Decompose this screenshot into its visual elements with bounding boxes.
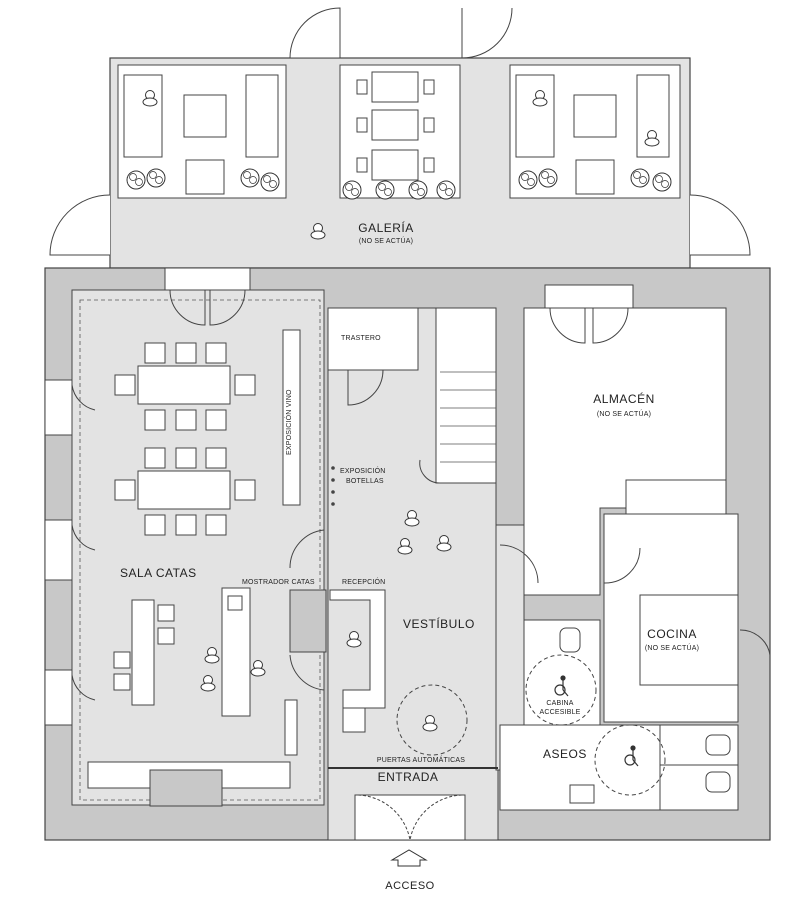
arrow-up-icon xyxy=(390,849,428,867)
cocina-label: COCINA xyxy=(647,627,697,641)
acceso-label: ACCESO xyxy=(385,880,435,892)
door-swings xyxy=(71,289,771,701)
wheelchair-icon xyxy=(554,675,639,767)
aseos-fixtures xyxy=(525,627,738,810)
exposicion-vino-label: EXPOSICIÓN VINO xyxy=(286,389,293,455)
trastero-label: TRASTERO xyxy=(341,335,381,342)
vestibulo-label: VESTÍBULO xyxy=(403,617,475,631)
galeria-label: GALERÍA xyxy=(358,221,414,235)
main-building xyxy=(44,267,771,841)
almacen-note: (NO SE ACTÚA) xyxy=(596,411,652,418)
vestibulo-furniture xyxy=(289,466,498,841)
cabina-accesible-line2: ACCESIBLE xyxy=(539,709,581,716)
sala-catas-furniture xyxy=(87,329,301,807)
entrada-label: ENTRADA xyxy=(377,770,439,784)
puertas-automaticas-label: PUERTAS AUTOMÁTICAS xyxy=(376,757,466,764)
cabina-accesible-line1: CABINA xyxy=(546,700,574,707)
mostrador-catas-label: MOSTRADOR CATAS xyxy=(242,579,315,586)
galeria-area xyxy=(49,7,751,269)
cocina-note: (NO SE ACTÚA) xyxy=(644,645,700,652)
aseos-label: ASEOS xyxy=(543,747,587,761)
almacen-label: ALMACÉN xyxy=(593,392,655,406)
galeria-note: (NO SE ACTÚA) xyxy=(358,238,414,245)
sala-catas-label: SALA CATAS xyxy=(120,566,197,580)
exposicion-botellas-line1: EXPOSICIÓN xyxy=(340,468,386,475)
recepcion-label: RECEPCIÓN xyxy=(342,579,386,586)
exposicion-botellas-line2: BOTELLAS xyxy=(346,478,384,485)
